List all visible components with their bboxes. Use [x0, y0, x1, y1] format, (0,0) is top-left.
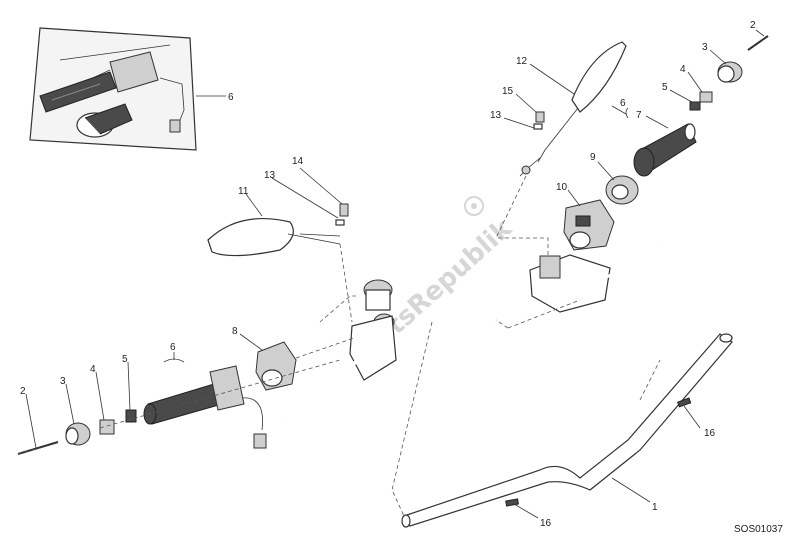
callout-7-right: 7 — [636, 110, 642, 121]
mirror-right — [519, 41, 627, 177]
callout-12: 12 — [516, 56, 528, 67]
callout-6-left: 6 — [170, 342, 176, 353]
callout-9: 9 — [590, 152, 596, 163]
spacer-4-right — [699, 91, 713, 103]
callout-5-left: 5 — [122, 354, 128, 365]
switch-8 — [255, 341, 297, 391]
callout-5-right: 5 — [662, 82, 668, 93]
screw-15-right — [533, 111, 545, 130]
diagram-code: SOS01037 — [734, 524, 783, 535]
brake-master-right — [529, 244, 661, 313]
ring-9 — [605, 175, 639, 205]
callout-14: 14 — [292, 156, 304, 167]
callout-16-bottom: 16 — [540, 518, 552, 529]
mirror-left — [207, 217, 341, 257]
watermark-gear-icon — [464, 196, 484, 216]
callout-8: 8 — [232, 326, 238, 337]
callout-1: 1 — [652, 502, 658, 513]
insert-5-left — [125, 409, 137, 423]
callout-16-right: 16 — [704, 428, 716, 439]
screw-14-left — [335, 203, 349, 226]
callout-4-left: 4 — [90, 364, 96, 375]
spacer-4-left — [99, 419, 115, 435]
callout-3-right: 3 — [702, 42, 708, 53]
bar-end-bolt-left — [17, 441, 59, 455]
grip-6-left — [143, 365, 267, 449]
callout-2-left: 2 — [20, 386, 26, 397]
clip-16-bottom — [505, 498, 520, 507]
callout-4-right: 4 — [680, 64, 686, 75]
callout-2-right: 2 — [750, 20, 756, 31]
inset-panel — [29, 27, 197, 151]
callout-13-right: 13 — [490, 110, 502, 121]
grip-7-right — [633, 123, 697, 177]
switch-10 — [563, 199, 615, 251]
callout-3-left: 3 — [60, 376, 66, 387]
callout-6-inset: 6 — [228, 92, 234, 103]
bar-end-bolt-right — [747, 35, 769, 51]
inset-grip — [39, 51, 185, 133]
inset-throttle-body — [76, 103, 133, 138]
callout-10: 10 — [556, 182, 568, 193]
callout-6-right: 6 — [620, 98, 626, 109]
bar-end-weight-left — [65, 422, 91, 446]
callout-15: 15 — [502, 86, 514, 97]
clip-16-right — [677, 397, 692, 408]
bar-end-weight-right — [717, 61, 743, 83]
callout-13-left: 13 — [264, 170, 276, 181]
callout-11: 11 — [238, 186, 249, 197]
insert-5-right — [689, 101, 701, 111]
handlebar — [401, 333, 733, 528]
lever-body-left — [280, 315, 397, 420]
